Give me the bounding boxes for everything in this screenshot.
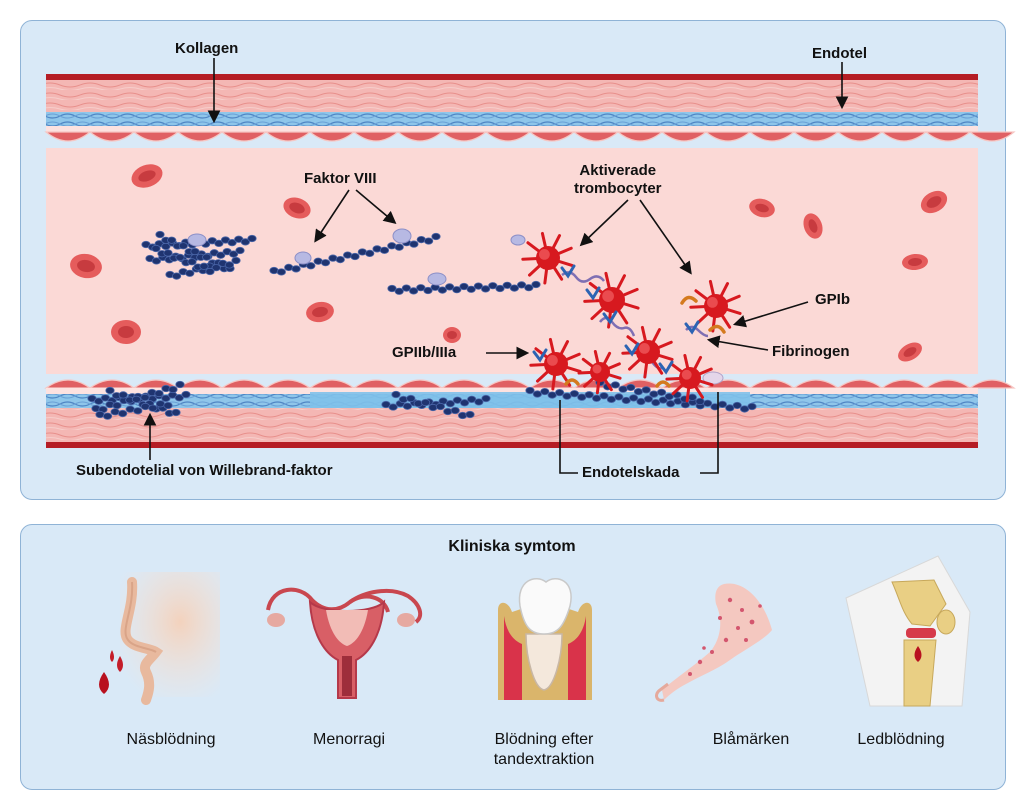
blood-vessel-diagram <box>44 58 1016 474</box>
symptom-label-nose-bleed: Näsblödning <box>126 731 216 748</box>
symptom-label-tooth-extraction: Blödning efter tandextraktion <box>493 731 595 768</box>
annotation-arrows <box>143 58 849 474</box>
fibrinogen-label: Fibrinogen <box>772 343 850 360</box>
red-blood-cells <box>70 164 948 362</box>
vwf-multimers <box>87 230 757 420</box>
endothelium-label: Endotel <box>812 45 867 62</box>
gpiib-iiia-receptors <box>532 264 700 375</box>
subendothelial-vwf-label: Subendotelial von Willebrand-faktor <box>76 462 333 479</box>
lower-vessel-wall <box>46 388 978 448</box>
symptom-label-bruises: Blåmärken <box>712 731 790 748</box>
lower-endothelium <box>44 379 1016 389</box>
clinical-symptoms-title: Kliniska symtom <box>448 538 576 555</box>
collagen-label: Kollagen <box>175 40 239 57</box>
upper-vessel-wall <box>46 74 978 132</box>
symptom-label-menorrhagia: Menorragi <box>312 731 386 748</box>
gpib-receptors <box>564 295 726 388</box>
gpib-label: GPIb <box>815 291 851 308</box>
endothelial-damage-label: Endotelskada <box>582 464 680 481</box>
factor-viii-molecules <box>187 228 724 385</box>
vessel-lumen <box>46 148 978 374</box>
activated-platelets <box>521 231 742 403</box>
activated-platelets-label: Aktiverade trombocyter <box>574 162 662 197</box>
symptom-label-joint-bleed: Ledblödning <box>857 731 945 748</box>
gpiib-iiia-label: GPIIb/IIIa <box>392 344 457 361</box>
upper-endothelium <box>44 131 1016 142</box>
factor-viii-label: Faktor VIII <box>304 170 377 187</box>
